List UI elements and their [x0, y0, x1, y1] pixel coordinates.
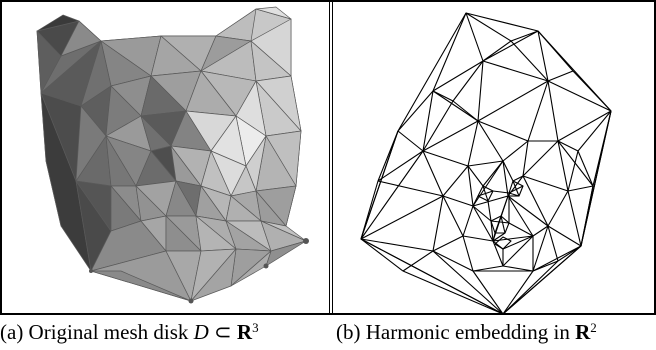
caption-a-var: D — [193, 320, 209, 344]
panel-divider — [329, 0, 333, 315]
caption-a: (a) Original mesh disk D ⊂ R3 — [0, 318, 259, 346]
caption-b: (b) Harmonic embedding in R2 — [336, 318, 597, 346]
panel-original-mesh — [0, 0, 331, 315]
caption-a-prefix: (a) Original mesh disk — [0, 320, 189, 344]
caption-a-op: ⊂ — [214, 320, 232, 344]
caption-b-exp: 2 — [590, 320, 597, 335]
caption-a-exp: 3 — [252, 320, 259, 335]
caption-a-space: R — [236, 320, 253, 344]
caption-b-prefix: (b) Harmonic embedding in — [336, 320, 570, 344]
caption-b-space: R — [575, 320, 591, 344]
panel-harmonic-embedding — [332, 0, 656, 315]
harmonic-embedding-image — [360, 12, 612, 315]
mesh-disk-image — [36, 6, 309, 304]
